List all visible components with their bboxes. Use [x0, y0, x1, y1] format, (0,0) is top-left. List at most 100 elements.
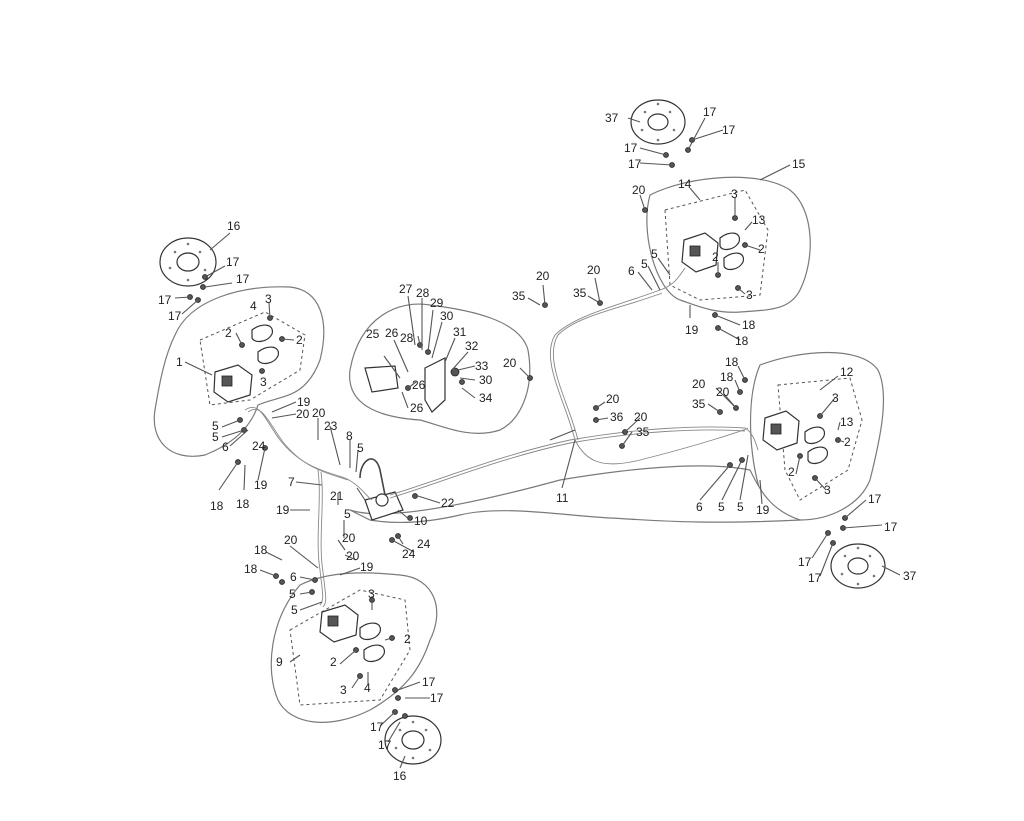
callout-18: 18: [735, 334, 749, 348]
callout-24: 24: [417, 537, 431, 551]
callout-33: 33: [475, 359, 489, 373]
brake-disc-rear-left: [384, 715, 442, 765]
caliper-front-right: [681, 232, 745, 273]
callout-17: 17: [628, 157, 642, 171]
callout-31: 31: [453, 325, 467, 339]
callout-17: 17: [168, 309, 182, 323]
brake-lines: [244, 267, 759, 608]
callout-19: 19: [360, 560, 374, 574]
callout-24: 24: [402, 547, 416, 561]
callout-17: 17: [884, 520, 898, 534]
callout-3: 3: [368, 587, 375, 601]
callout-17: 17: [370, 720, 384, 734]
callout-28: 28: [400, 331, 414, 345]
callout-17: 17: [798, 555, 812, 569]
callout-2: 2: [330, 655, 337, 669]
dashed-subassembly-boxes: [199, 189, 863, 706]
callout-18: 18: [244, 562, 258, 576]
callout-10: 10: [414, 514, 428, 528]
brake-pedal-assembly: [364, 357, 460, 413]
main-hose-outline: [349, 465, 801, 524]
callout-3: 3: [340, 683, 347, 697]
callout-20: 20: [634, 410, 648, 424]
rear-left-caliper-outline: [270, 572, 438, 723]
leader-lines: [174, 117, 901, 769]
callout-17: 17: [422, 675, 436, 689]
callout-20: 20: [587, 263, 601, 277]
callout-17: 17: [624, 141, 638, 155]
callout-5: 5: [212, 419, 219, 433]
callout-5: 5: [344, 507, 351, 521]
callout-19: 19: [685, 323, 699, 337]
callout-1: 1: [176, 355, 183, 369]
callout-30: 30: [479, 373, 493, 387]
callout-32: 32: [465, 339, 479, 353]
callout-3: 3: [265, 292, 272, 306]
callout-3: 3: [824, 483, 831, 497]
caliper-rear-left: [319, 604, 386, 663]
callout-17: 17: [226, 255, 240, 269]
callout-37: 37: [903, 569, 917, 583]
callout-19: 19: [756, 503, 770, 517]
callout-18: 18: [210, 499, 224, 513]
callout-20: 20: [284, 533, 298, 547]
callout-17: 17: [158, 293, 172, 307]
callout-20: 20: [312, 406, 326, 420]
callout-5: 5: [291, 603, 298, 617]
brake-disc-front-right: [630, 99, 686, 145]
callout-3: 3: [832, 391, 839, 405]
callout-5: 5: [651, 247, 658, 261]
callout-35: 35: [573, 286, 587, 300]
callout-2: 2: [404, 632, 411, 646]
callout-20: 20: [692, 377, 706, 391]
callout-8: 8: [346, 429, 353, 443]
brake-disc-front-left: [159, 237, 217, 287]
callout-2: 2: [712, 250, 719, 264]
callout-24: 24: [252, 439, 266, 453]
callout-13: 13: [840, 415, 854, 429]
callout-20: 20: [346, 549, 360, 563]
callout-3: 3: [746, 288, 753, 302]
callout-19: 19: [297, 395, 311, 409]
callout-5: 5: [737, 500, 744, 514]
callout-16: 16: [227, 219, 241, 233]
callout-5: 5: [718, 500, 725, 514]
callout-5: 5: [357, 441, 364, 455]
callout-6: 6: [290, 570, 297, 584]
callout-23: 23: [324, 419, 338, 433]
callout-2: 2: [225, 326, 232, 340]
callout-3: 3: [731, 187, 738, 201]
callout-37: 37: [605, 111, 619, 125]
callout-4: 4: [250, 299, 257, 313]
callout-35: 35: [512, 289, 526, 303]
callout-35: 35: [692, 397, 706, 411]
callout-11: 11: [556, 491, 569, 505]
callout-18: 18: [742, 318, 756, 332]
callout-25: 25: [366, 327, 380, 341]
callout-29: 29: [430, 296, 444, 310]
callout-21: 21: [330, 489, 344, 503]
callout-14: 14: [678, 177, 692, 191]
callout-19: 19: [254, 478, 268, 492]
callout-2: 2: [844, 435, 851, 449]
caliper-front-left: [213, 324, 280, 403]
callout-27: 27: [399, 282, 413, 296]
callout-15: 15: [792, 157, 806, 171]
callout-6: 6: [628, 264, 635, 278]
callout-19: 19: [276, 503, 290, 517]
caliper-rear-right: [762, 410, 829, 465]
callout-9: 9: [276, 655, 283, 669]
callout-26: 26: [385, 326, 399, 340]
callout-17: 17: [703, 105, 717, 119]
callout-20: 20: [536, 269, 550, 283]
callout-20: 20: [716, 385, 730, 399]
callout-12: 12: [840, 365, 854, 379]
callout-17: 17: [236, 272, 250, 286]
callout-4: 4: [364, 681, 371, 695]
callout-34: 34: [479, 391, 493, 405]
callout-17: 17: [430, 691, 444, 705]
callout-20: 20: [606, 392, 620, 406]
callout-26: 26: [412, 378, 426, 392]
callout-26: 26: [410, 401, 424, 415]
